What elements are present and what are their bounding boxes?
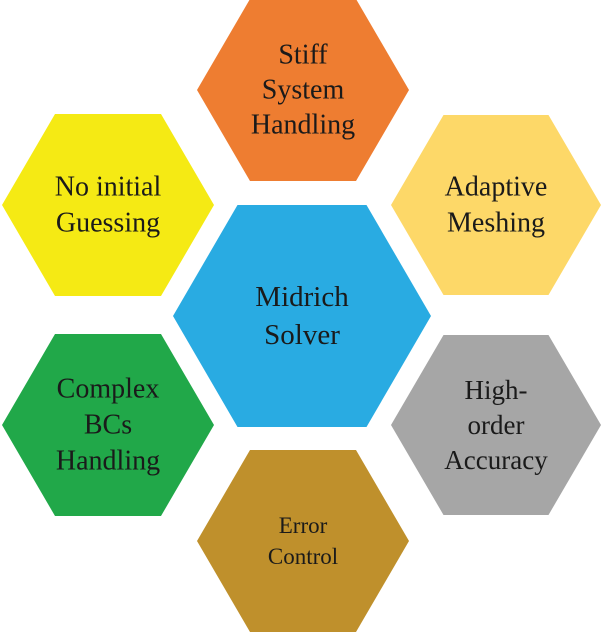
petal-no-initial-label-line: No initial bbox=[55, 172, 162, 203]
petal-adaptive-hexagon bbox=[391, 115, 601, 295]
petal-high-order-label-line: Accuracy bbox=[444, 445, 548, 475]
petal-complex-label-line: BCs bbox=[84, 410, 132, 441]
petal-high-order-label-line: order bbox=[468, 410, 525, 440]
petal-adaptive-label-line: Meshing bbox=[447, 208, 545, 239]
petal-complex-label-line: Handling bbox=[56, 446, 160, 477]
petal-complex-hexagon bbox=[2, 334, 214, 516]
petal-error-label-line: Error bbox=[279, 513, 328, 538]
petal-stiff-label-line: Handling bbox=[251, 110, 355, 141]
petal-adaptive-label-line: Adaptive bbox=[445, 172, 548, 203]
petal-stiff-label-line: Stiff bbox=[278, 40, 328, 71]
petal-stiff-label-line: System bbox=[262, 75, 345, 106]
petal-complex-label-line: Complex bbox=[57, 374, 160, 405]
petal-high-order-hexagon bbox=[391, 335, 601, 515]
center-midrich-solver-label-line: Midrich bbox=[255, 281, 349, 313]
petal-high-order-label-line: High- bbox=[465, 375, 528, 405]
petal-error-label-line: Control bbox=[268, 544, 338, 569]
center-midrich-solver-label-line: Solver bbox=[264, 319, 340, 351]
petal-no-initial-label-line: Guessing bbox=[56, 208, 160, 239]
petal-no-initial-hexagon bbox=[2, 114, 214, 296]
center-midrich-solver-hexagon bbox=[173, 205, 431, 427]
petal-stiff-hexagon bbox=[197, 0, 409, 181]
petal-error-hexagon bbox=[197, 450, 409, 632]
